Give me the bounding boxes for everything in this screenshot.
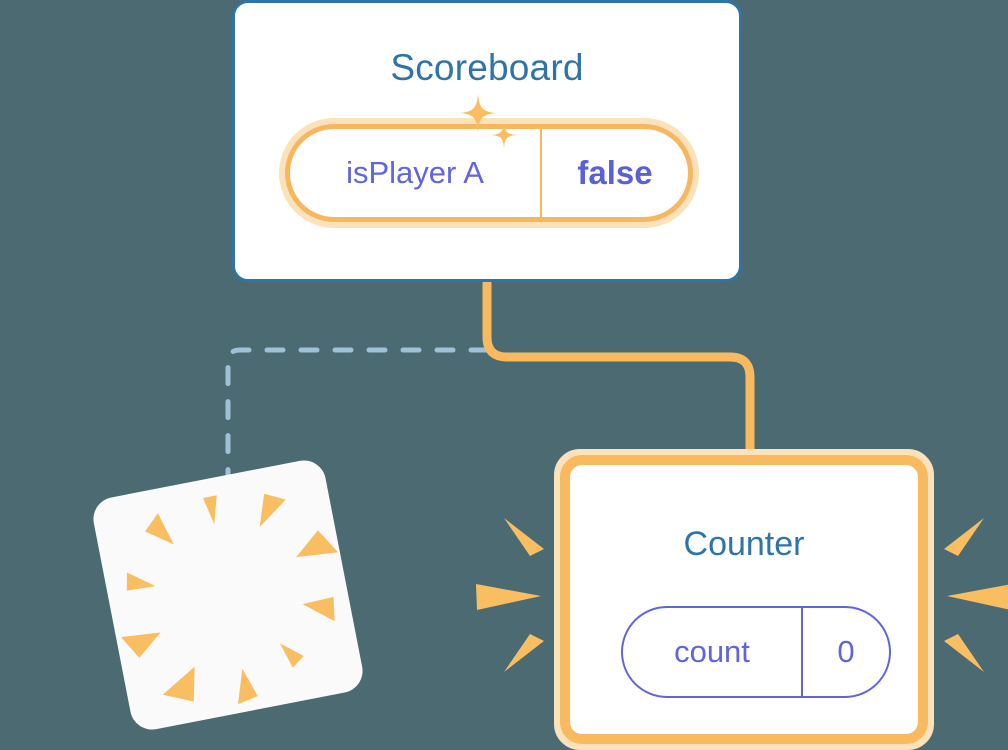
counter-card-surface[interactable]: Counter count 0: [560, 455, 928, 744]
counter-title: Counter: [683, 525, 805, 563]
sparkle-group: [460, 94, 516, 148]
ray-icon: [259, 493, 286, 528]
ray-icon: [162, 666, 195, 702]
scoreboard-state-key: isPlayer A: [290, 129, 542, 217]
pill-highlight-glow: [279, 118, 699, 228]
ray-icon: [203, 495, 217, 525]
ray-icon: [296, 530, 339, 558]
blank-card-burst-rays: [121, 493, 339, 705]
scoreboard-state-value: false: [577, 154, 653, 191]
scoreboard-card[interactable]: Scoreboard isPlayer A false: [232, 0, 742, 282]
counter-state-value: 0: [837, 634, 855, 669]
ray-icon: [302, 596, 335, 622]
scoreboard-state-pill[interactable]: isPlayer A false: [279, 118, 699, 228]
counter-card[interactable]: Counter count 0: [554, 449, 934, 750]
blank-card[interactable]: [90, 457, 367, 734]
ray-icon: [279, 643, 304, 668]
sparkle-small-icon: [492, 122, 516, 148]
ray-icon: [238, 668, 258, 705]
counter-state-pill[interactable]: count 0: [621, 606, 891, 698]
counter-state-key: count: [623, 608, 803, 696]
scoreboard-title: Scoreboard: [390, 47, 584, 88]
blank-card-surface[interactable]: [90, 457, 367, 734]
ray-icon: [121, 632, 161, 658]
ray-icon: [145, 513, 174, 545]
ray-icon: [126, 572, 156, 591]
sparkle-large-icon: [460, 94, 496, 132]
